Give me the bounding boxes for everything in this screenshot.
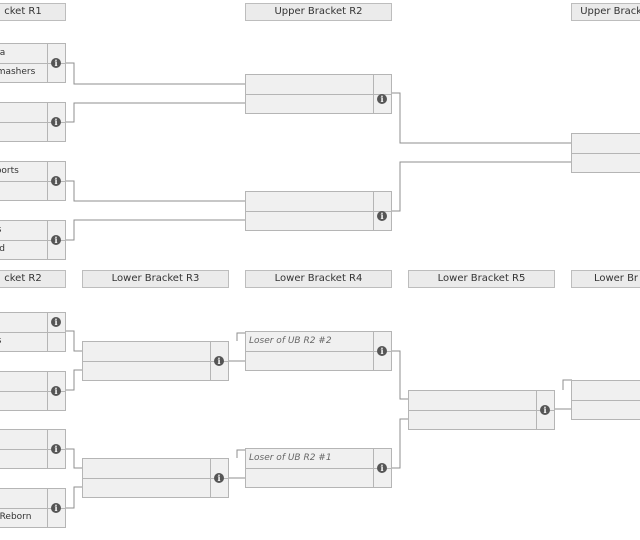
team-name: gs [0, 332, 1, 351]
match-upper-r1-2[interactable]: i [0, 102, 66, 142]
header-lower-r2: cket R2 [0, 270, 66, 288]
match-lower-r2-2[interactable]: i [0, 371, 66, 411]
info-icon[interactable]: i [377, 211, 387, 221]
team-name: ma [0, 48, 6, 58]
match-upper-r2-2[interactable]: i [245, 191, 392, 231]
match-lower-r4-1[interactable]: Loser of UB R2 #2 i [245, 331, 392, 371]
match-lower-r3-2[interactable]: i [82, 458, 229, 498]
team-placeholder: Loser of UB R2 #1 [249, 453, 332, 463]
info-icon[interactable]: i [214, 356, 224, 366]
info-icon[interactable]: i [51, 176, 61, 186]
team-placeholder: Loser of UB R2 #2 [249, 336, 332, 346]
team-name: gs [0, 221, 1, 240]
match-upper-r1-4[interactable]: gs uid i [0, 220, 66, 260]
match-lower-r5-1[interactable]: i [408, 390, 555, 430]
info-icon[interactable]: i [214, 473, 224, 483]
match-lower-r2-4[interactable]: d Reborn i [0, 488, 66, 528]
match-upper-r1-1[interactable]: ma Smashers i [0, 43, 66, 83]
header-lower-r5: Lower Bracket R5 [408, 270, 555, 288]
info-icon[interactable]: i [51, 117, 61, 127]
info-icon[interactable]: i [377, 94, 387, 104]
info-icon[interactable]: i [377, 346, 387, 356]
header-upper-r3: Upper Bracket [571, 3, 640, 21]
team-name: d Reborn [0, 512, 32, 522]
info-icon[interactable]: i [51, 386, 61, 396]
info-icon[interactable]: i [51, 444, 61, 454]
match-upper-r1-3[interactable]: sports i [0, 161, 66, 201]
match-lower-r4-2[interactable]: Loser of UB R2 #1 i [245, 448, 392, 488]
info-icon[interactable]: i [51, 503, 61, 513]
match-upper-r3-1[interactable] [571, 133, 640, 173]
team-name: uid [0, 244, 5, 254]
match-lower-r3-1[interactable]: i [82, 341, 229, 381]
header-lower-r3: Lower Bracket R3 [82, 270, 229, 288]
header-lower-r4: Lower Bracket R4 [245, 270, 392, 288]
info-icon[interactable]: i [51, 58, 61, 68]
header-upper-r1: cket R1 [0, 3, 66, 21]
match-upper-r2-1[interactable]: i [245, 74, 392, 114]
info-icon[interactable]: i [377, 463, 387, 473]
match-lower-r2-3[interactable]: i [0, 429, 66, 469]
team-name: sports [0, 166, 19, 176]
header-upper-r2: Upper Bracket R2 [245, 3, 392, 21]
match-lower-r2-1[interactable]: gs i [0, 312, 66, 352]
team-name: Smashers [0, 67, 36, 77]
info-icon[interactable]: i [51, 317, 61, 327]
header-lower-r6: Lower Br [571, 270, 640, 288]
match-lower-r6-1[interactable] [571, 380, 640, 420]
info-icon[interactable]: i [51, 235, 61, 245]
info-icon[interactable]: i [540, 405, 550, 415]
